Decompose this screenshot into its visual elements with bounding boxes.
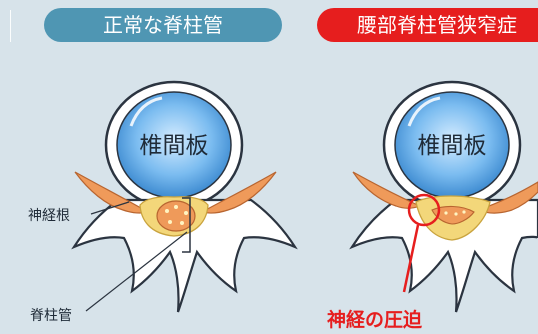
compression-leader bbox=[402, 224, 420, 293]
nerve-root-left bbox=[74, 171, 150, 214]
canal-bracket bbox=[182, 197, 191, 253]
disc-label-left: 椎間板 bbox=[140, 133, 209, 159]
compression-label: 神経の圧迫 bbox=[327, 308, 422, 331]
posterior-elements bbox=[71, 198, 298, 313]
stenosis-vertebra bbox=[349, 80, 538, 313]
posterior-elements-right bbox=[349, 198, 538, 313]
nerve-root-label: 神経根 bbox=[28, 208, 70, 224]
normal-canal-title: 正常な脊柱管 bbox=[44, 8, 282, 42]
divider bbox=[10, 10, 11, 42]
disc-label-right: 椎間板 bbox=[418, 133, 487, 159]
stenosis-title: 腰部脊柱管狭窄症 bbox=[317, 8, 538, 42]
spinal-cord-left bbox=[156, 200, 196, 232]
nerve-root-right bbox=[200, 171, 277, 214]
canal-leader bbox=[85, 231, 188, 312]
compression-marker bbox=[407, 193, 441, 227]
spinal-canal-label: 脊柱管 bbox=[30, 308, 72, 324]
nerve-root-stenosis-right bbox=[476, 181, 538, 214]
nerve-root-leader bbox=[90, 201, 130, 215]
normal-vertebra bbox=[71, 80, 298, 313]
